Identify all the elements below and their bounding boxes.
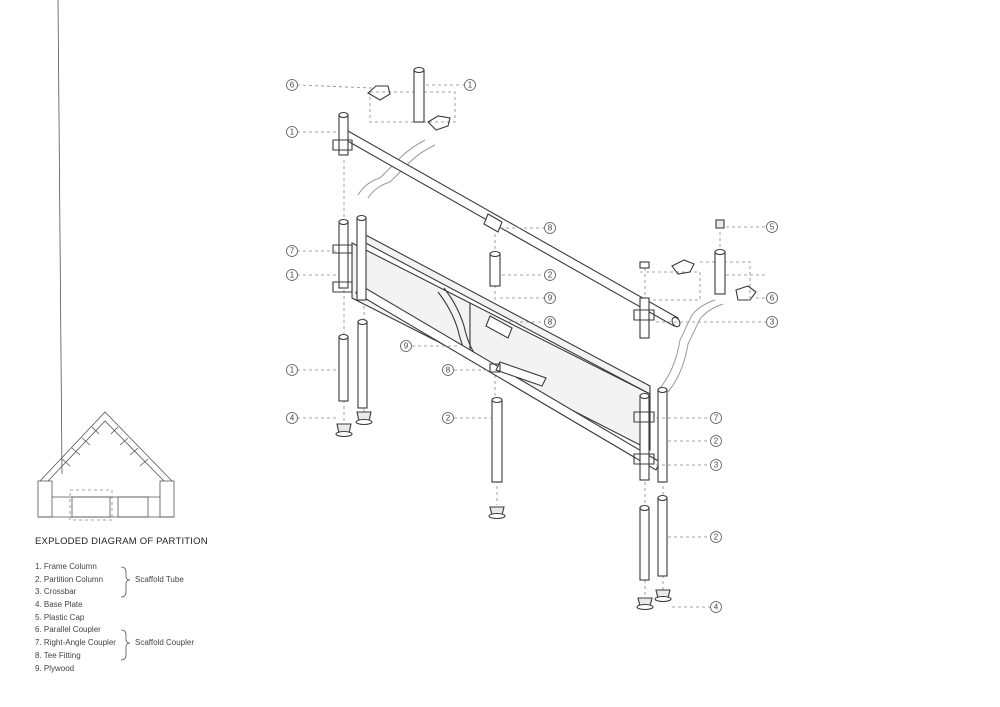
- center-columns: [488, 250, 506, 520]
- callout-8: 8: [544, 316, 556, 328]
- callout-8: 8: [544, 222, 556, 234]
- group-label-scaffold-coupler: Scaffold Coupler: [135, 638, 194, 647]
- legend-braces: [120, 566, 131, 661]
- svg-text:1: 1: [290, 366, 295, 375]
- svg-text:8: 8: [548, 318, 553, 327]
- callout-4: 4: [286, 412, 298, 424]
- callout-2: 2: [710, 531, 722, 543]
- callout-7: 7: [286, 245, 298, 257]
- ghost-tubes: [357, 139, 724, 393]
- svg-text:2: 2: [446, 414, 451, 423]
- callout-9: 9: [400, 340, 412, 352]
- svg-text:1: 1: [290, 128, 295, 137]
- callout-7: 7: [710, 412, 722, 424]
- legend-item-plywood: 9. Plywood: [35, 663, 75, 673]
- legend-item-crossbar: 3. Crossbar: [35, 587, 77, 597]
- legend-item-parallel-coupler: 6. Parallel Coupler: [35, 625, 101, 635]
- svg-text:4: 4: [714, 603, 719, 612]
- callout-1: 1: [464, 79, 476, 91]
- callout-3: 3: [710, 459, 722, 471]
- svg-text:6: 6: [290, 81, 295, 90]
- top-left-coupler: [367, 66, 451, 131]
- svg-text:2: 2: [548, 271, 553, 280]
- svg-text:3: 3: [714, 461, 719, 470]
- callout-6: 6: [286, 79, 298, 91]
- svg-text:5: 5: [770, 223, 775, 232]
- callout-1: 1: [286, 364, 298, 376]
- legend-item-frame-column: 1. Frame Column: [35, 562, 97, 571]
- callout-3: 3: [766, 316, 778, 328]
- svg-text:8: 8: [446, 366, 451, 375]
- svg-text:9: 9: [548, 294, 553, 303]
- legend-item-plastic-cap: 5. Plastic Cap: [35, 612, 85, 622]
- diagram-title: EXPLODED DIAGRAM OF PARTITION: [35, 536, 208, 547]
- svg-text:3: 3: [770, 318, 775, 327]
- callout-1: 1: [286, 269, 298, 281]
- callout-5: 5: [766, 221, 778, 233]
- callout-1: 1: [286, 126, 298, 138]
- svg-text:6: 6: [770, 294, 775, 303]
- right-columns: [633, 219, 757, 611]
- callout-6: 6: [766, 292, 778, 304]
- callout-2: 2: [544, 269, 556, 281]
- svg-text:9: 9: [404, 342, 409, 351]
- left-columns: [332, 111, 373, 438]
- callout-9: 9: [544, 292, 556, 304]
- legend-item-right-angle-coupler: 7. Right-Angle Coupler: [35, 638, 116, 648]
- legend-item-base-plate: 4. Base Plate: [35, 600, 83, 610]
- svg-text:2: 2: [714, 437, 719, 446]
- svg-text:2: 2: [714, 533, 719, 542]
- svg-text:7: 7: [290, 247, 295, 256]
- svg-text:7: 7: [714, 414, 719, 423]
- callout-8: 8: [442, 364, 454, 376]
- leader-lines: [296, 84, 766, 608]
- group-label-scaffold-tube: Scaffold Tube: [135, 575, 184, 584]
- callout-4: 4: [710, 601, 722, 613]
- legend: 1. Frame Column 2. Partition Column 3. C…: [35, 561, 116, 675]
- plywood-panel: [351, 231, 651, 451]
- callout-2: 2: [710, 435, 722, 447]
- svg-text:8: 8: [548, 224, 553, 233]
- legend-item-tee-fitting: 8. Tee Fitting: [35, 650, 81, 660]
- svg-text:4: 4: [290, 414, 295, 423]
- legend-item-partition-column: 2. Partition Column: [35, 574, 104, 584]
- svg-text:1: 1: [290, 271, 295, 280]
- house-section-thumbnail: [37, 0, 175, 521]
- svg-text:1: 1: [468, 81, 473, 90]
- callout-2: 2: [442, 412, 454, 424]
- lower-crossbar: [355, 284, 661, 471]
